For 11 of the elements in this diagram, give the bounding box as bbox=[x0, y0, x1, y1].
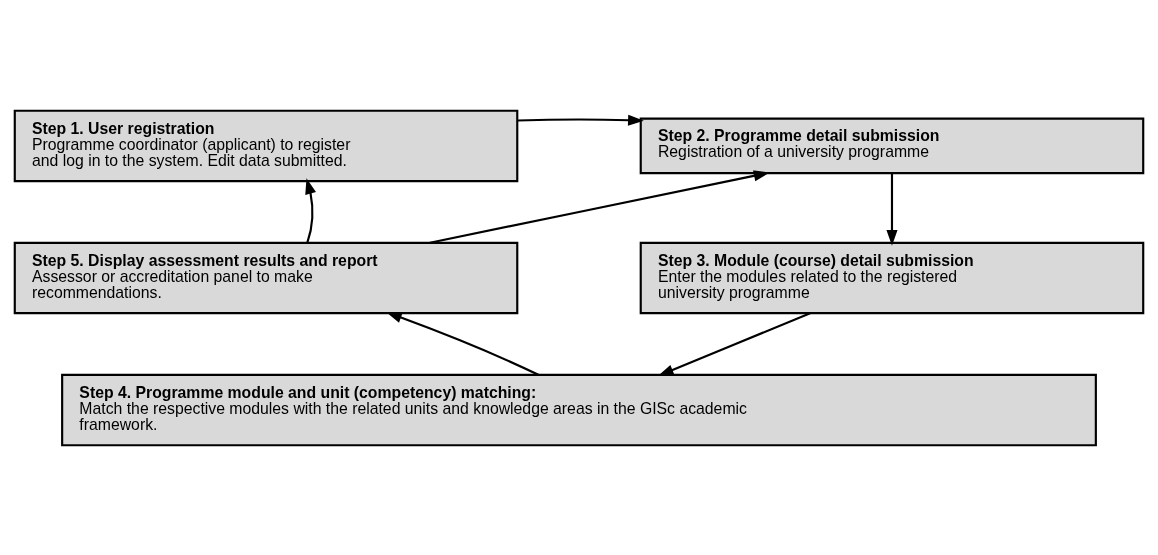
node-box: Step 1. User registration Programme coordinator (applicant) to register and log in to the system. Edit data submitted. bbox=[13, 109, 519, 182]
arrow bbox=[386, 311, 539, 376]
node-box: Step 2. Programme detail submission Registration of a university programme bbox=[639, 117, 1145, 174]
arrow bbox=[429, 169, 770, 244]
node-box: Step 4. Programme module and unit (competency) matching: Match the respective modules with the related units and knowledge areas in the GISc academic framework. bbox=[61, 373, 1097, 446]
arrow bbox=[657, 311, 811, 376]
node-box: Step 3. Module (course) detail submission Enter the modules related to the registered university programme bbox=[639, 241, 1145, 314]
arrow bbox=[305, 177, 316, 243]
arrow bbox=[886, 173, 898, 246]
node-box: Step 5. Display assessment results and report Assessor or accreditation panel to make recommendations. bbox=[13, 241, 519, 314]
arrow bbox=[517, 114, 644, 126]
